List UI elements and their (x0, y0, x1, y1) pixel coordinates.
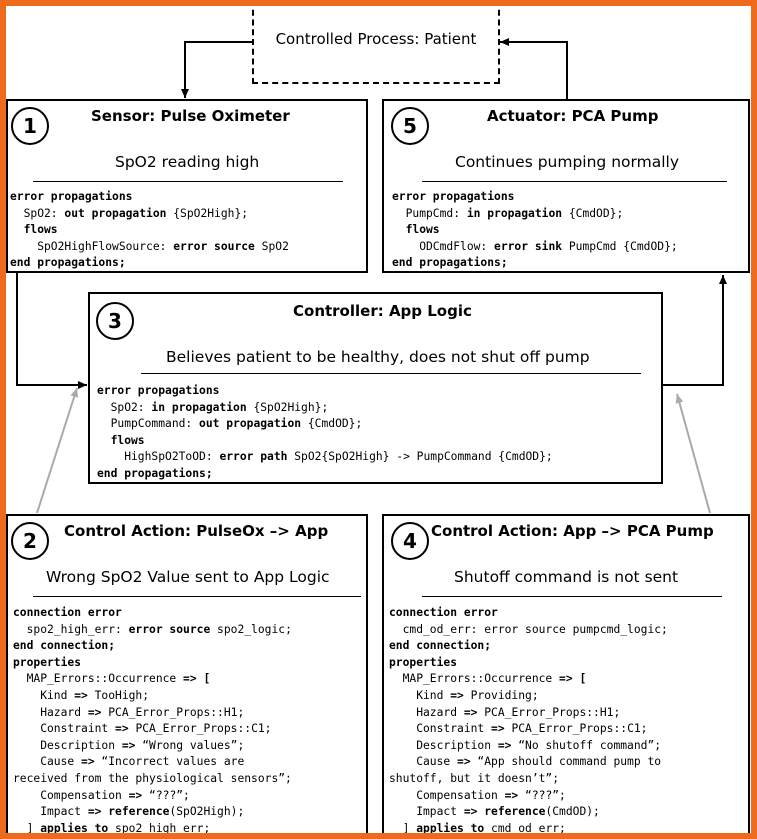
code-line: ] applies to spo2_high_err; (13, 821, 211, 835)
code-line: SpO2: out propagation {SpO2High}; (10, 206, 249, 220)
code-line: Impact => reference(SpO2High); (13, 805, 245, 819)
code-line: end connection; (389, 639, 492, 653)
code-line: error propagations (97, 384, 220, 397)
box-description: Believes patient to be healthy, does not… (166, 348, 590, 366)
code-line: SpO2HighFlowSource: error source SpO2 (10, 239, 289, 253)
box-description: SpO2 reading high (115, 153, 260, 171)
step-number-badge: 1 (11, 107, 49, 145)
code-line: Kind => Providing; (389, 688, 539, 702)
code-block: error propagations SpO2: out propagation… (10, 189, 289, 271)
code-line: end propagations; (10, 256, 126, 270)
box-description: Shutoff command is not sent (454, 568, 679, 586)
code-line: properties (389, 655, 458, 669)
controlled-process-box: Controlled Process: Patient (252, 0, 500, 84)
code-line: Description => “No shutoff command”; (389, 738, 662, 752)
arrow-action-pulseox-to-controller (36, 387, 79, 514)
controller-box: 3 Controller: App Logic Believes patient… (88, 292, 663, 484)
step-number-badge: 4 (391, 522, 429, 560)
arrow-controller-to-actuator (663, 275, 727, 386)
code-line: Compensation => “???”; (13, 788, 190, 802)
box-title: Sensor: Pulse Oximeter (91, 107, 290, 125)
code-line: error propagations (392, 190, 515, 203)
divider (422, 596, 722, 597)
code-line: shutoff, but it doesn’t”; (389, 771, 560, 785)
box-title: Control Action: PulseOx –> App (64, 522, 329, 540)
code-block: connection error spo2_high_err: error so… (13, 605, 292, 837)
code-line: MAP_Errors::Occurrence => [ (389, 672, 587, 686)
box-title: Control Action: App –> PCA Pump (431, 522, 714, 540)
step-number-badge: 3 (96, 302, 134, 340)
code-line: error propagations (10, 190, 133, 203)
divider (33, 596, 361, 597)
step-number-badge: 2 (11, 522, 49, 560)
code-line: end propagations; (97, 466, 213, 480)
code-line: connection error (13, 606, 122, 619)
divider (141, 373, 641, 374)
box-description: Continues pumping normally (455, 153, 679, 171)
code-line: properties (13, 655, 82, 669)
box-title: Actuator: PCA Pump (487, 107, 659, 125)
divider (422, 181, 727, 182)
code-line: flows (97, 433, 145, 447)
code-line: MAP_Errors::Occurrence => [ (13, 672, 211, 686)
step-number-badge: 5 (391, 107, 429, 145)
divider (33, 181, 343, 182)
code-line: ] applies to cmd_od_err; (389, 821, 566, 835)
code-line: end connection; (13, 639, 116, 653)
code-line: Impact => reference(CmdOD); (389, 805, 600, 819)
code-line: cmd_od_err: error source pumpcmd_logic; (389, 622, 668, 636)
code-line: Kind => TooHigh; (13, 688, 150, 702)
code-line: ODCmdFlow: error sink PumpCmd {CmdOD}; (392, 239, 678, 253)
code-line: received from the physiological sensors”… (13, 771, 292, 785)
arrow-process-to-sensor (181, 41, 252, 98)
code-block: connection error cmd_od_err: error sourc… (389, 605, 668, 837)
code-line: Hazard => PCA_Error_Props::H1; (13, 705, 245, 719)
arrow-actuator-to-process (500, 38, 568, 100)
actuator-box: 5 Actuator: PCA Pump Continues pumping n… (382, 99, 750, 273)
control-action-pulseox-box: 2 Control Action: PulseOx –> App Wrong S… (6, 514, 368, 839)
code-line: SpO2: in propagation {SpO2High}; (97, 400, 329, 414)
code-line: end propagations; (392, 256, 508, 270)
code-line: Constraint => PCA_Error_Props::C1; (13, 722, 272, 736)
code-line: Hazard => PCA_Error_Props::H1; (389, 705, 621, 719)
arrow-sensor-to-controller (16, 273, 87, 389)
code-line: PumpCmd: in propagation {CmdOD}; (392, 206, 624, 220)
code-line: Cause => “App should command pump to (389, 755, 662, 769)
arrow-action-app-to-controller (675, 393, 711, 514)
code-line: flows (10, 223, 58, 237)
code-line: flows (392, 223, 440, 237)
box-description: Wrong SpO2 Value sent to App Logic (46, 568, 330, 586)
code-line: connection error (389, 606, 498, 619)
code-block: error propagations SpO2: in propagation … (97, 383, 553, 482)
box-title: Controller: App Logic (293, 302, 472, 320)
code-line: PumpCommand: out propagation {CmdOD}; (97, 417, 363, 431)
code-line: Cause => “Incorrect values are (13, 755, 245, 769)
controlled-process-title: Controlled Process: Patient (275, 30, 477, 48)
code-block: error propagations PumpCmd: in propagati… (392, 189, 678, 271)
sensor-box: 1 Sensor: Pulse Oximeter SpO2 reading hi… (6, 99, 368, 273)
code-line: Constraint => PCA_Error_Props::C1; (389, 722, 648, 736)
code-line: HighSpO2ToOD: error path SpO2{SpO2High} … (97, 450, 553, 464)
code-line: Description => “Wrong values”; (13, 738, 245, 752)
code-line: spo2_high_err: error source spo2_logic; (13, 622, 292, 636)
code-line: Compensation => “???”; (389, 788, 566, 802)
control-action-app-box: 4 Control Action: App –> PCA Pump Shutof… (382, 514, 750, 839)
